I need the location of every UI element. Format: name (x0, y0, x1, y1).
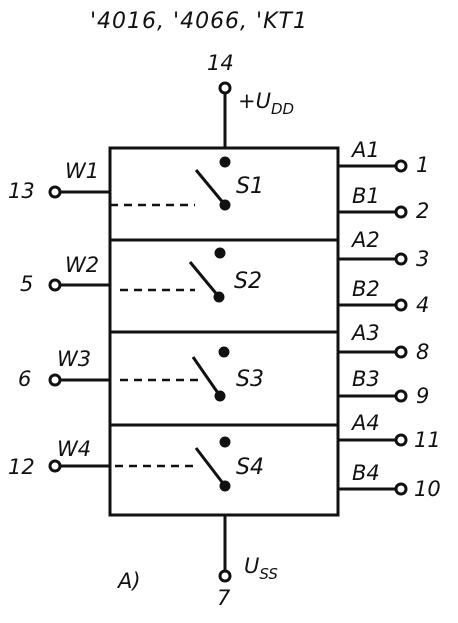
b-terminal (394, 482, 408, 496)
b-pin-number: 2 (416, 199, 429, 223)
vss-terminal (218, 569, 232, 583)
a-terminal (394, 252, 408, 266)
control-pin-number: 5 (20, 272, 33, 296)
a-label: A2 (350, 228, 380, 252)
b-label: B2 (352, 277, 380, 301)
a-terminal (394, 159, 408, 173)
switch-blade (191, 356, 222, 397)
switch-label: S3 (236, 367, 264, 392)
channel-2: W2 5 S2 A2 3 B2 4 (20, 228, 429, 317)
vdd-pin-number: 14 (207, 51, 234, 75)
b-pin-number: 4 (416, 293, 429, 317)
b-pin-number: 9 (416, 384, 429, 408)
control-label: W4 (57, 437, 91, 461)
switch-label: S1 (236, 174, 264, 199)
switch-blade (194, 169, 227, 206)
a-pin-number: 3 (416, 247, 429, 271)
b-terminal (394, 389, 408, 403)
a-pin-number: 11 (414, 428, 441, 452)
b-terminal (394, 205, 408, 219)
control-terminal (48, 459, 62, 473)
a-pin-number: 8 (416, 340, 429, 364)
a-terminal (394, 345, 408, 359)
switch-label: S4 (236, 455, 264, 480)
control-label: W2 (65, 253, 99, 277)
vdd-label: +UDD (238, 89, 294, 118)
control-terminal (48, 373, 62, 387)
a-terminal (394, 433, 408, 447)
control-pin-number: 12 (8, 455, 35, 479)
a-label: A4 (350, 411, 380, 435)
control-pin-number: 6 (18, 367, 31, 391)
control-pin-number: 13 (8, 179, 35, 203)
channel-1: W1 13 S1 A1 1 B1 2 (8, 138, 429, 223)
b-label: B4 (352, 461, 380, 485)
control-label: W1 (65, 159, 99, 183)
a-label: A3 (350, 321, 380, 345)
control-label: W3 (57, 347, 91, 371)
channel-4: W4 12 S4 A4 11 B4 10 (8, 411, 441, 501)
switch-blade (188, 261, 221, 298)
b-label: B3 (352, 367, 380, 391)
switch-contact (218, 346, 230, 358)
channel-3: W3 6 S3 A3 8 B3 9 (18, 321, 429, 408)
vss-label: USS (244, 554, 278, 583)
switch-contact (219, 436, 231, 448)
part-numbers-title: '4016, '4066, 'KT1 (90, 9, 308, 34)
b-terminal (394, 298, 408, 312)
figure-label: A) (116, 569, 141, 593)
a-label: A1 (350, 138, 380, 162)
a-pin-number: 1 (416, 153, 429, 177)
vdd-terminal (218, 81, 232, 95)
b-label: B1 (352, 184, 380, 208)
vss-pin-number: 7 (217, 586, 231, 610)
switch-contact (214, 247, 226, 259)
control-terminal (48, 278, 62, 292)
switch-contact (219, 156, 231, 168)
b-pin-number: 10 (414, 477, 441, 501)
switch-label: S2 (234, 269, 262, 294)
switch-blade (194, 447, 227, 487)
control-terminal (48, 185, 62, 199)
